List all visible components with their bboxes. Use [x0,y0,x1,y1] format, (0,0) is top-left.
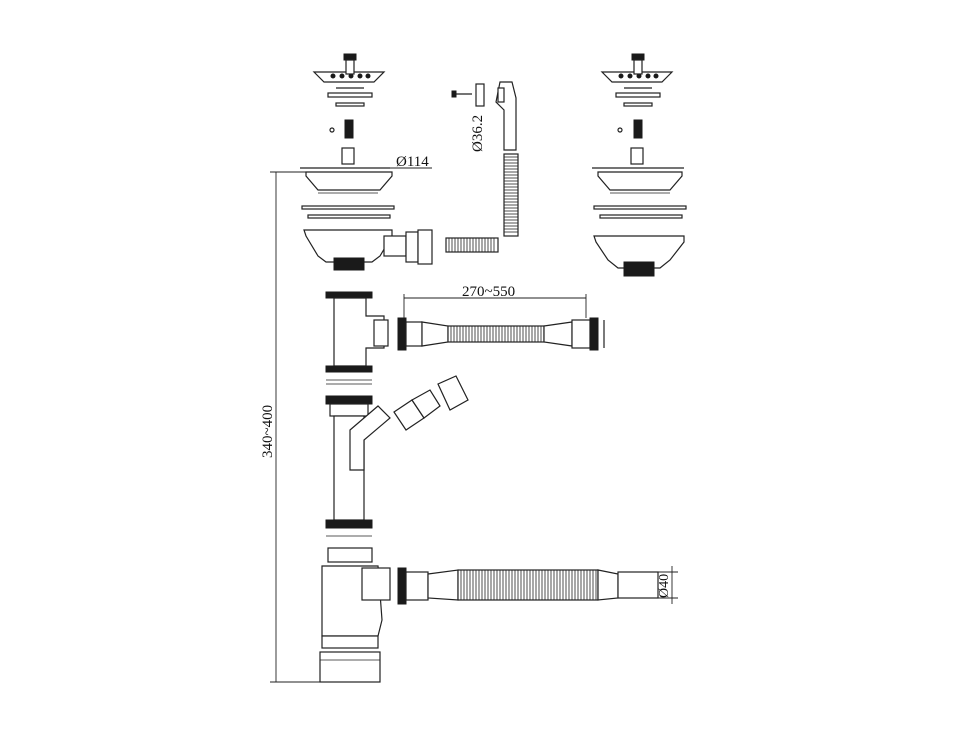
left-overflow-connector [383,235,407,257]
flex-connector-upper [397,317,605,351]
dim-total-height-label: 340~400 [260,405,276,458]
left-screw-ball [329,127,335,133]
standpipe-bottom-nut [325,519,373,529]
dim-connector-length: 270~550 [403,284,587,318]
overflow-hose-horizontal [445,237,499,253]
overflow-assembly: Ø36.2 [445,81,519,253]
upper-right-nut [589,317,599,351]
left-drain-body [303,229,393,263]
standpipe-top-nut [325,395,373,405]
tee-connector [325,291,389,385]
standpipe-branch [349,405,391,471]
right-drain-body [593,235,685,269]
dim-outlet-diameter-label: Ø40 [657,574,672,598]
trap-cleanout-cap [319,651,381,683]
left-screw [344,119,354,139]
left-strainer-stack [300,53,433,271]
overflow-cover [475,83,485,107]
overflow-hose-ribs [504,156,518,233]
outlet-left-nut [397,567,407,605]
left-washer-2 [327,92,373,98]
upper-left-nut [397,317,407,351]
left-sink-bowl [305,171,393,191]
right-basket-holes [618,73,659,79]
left-washer-3 [335,102,365,107]
outlet-spigot [617,571,659,599]
outlet-hose-ribs [460,570,597,600]
left-basket-holes [330,73,371,79]
left-drain-nut [333,257,365,271]
right-drain-nut [623,261,655,277]
left-stopper-stem [345,59,355,75]
left-tailpiece [341,147,355,165]
right-tailpiece [630,147,644,165]
left-overflow-cap [417,229,433,265]
branch-cap [437,375,469,411]
left-gasket-1 [301,205,395,210]
dim-total-height: 340~400 [260,171,320,683]
dim-strainer-diameter: Ø114 [390,154,432,170]
upper-hose-ribs [450,326,542,342]
left-gasket-2 [307,214,391,219]
overflow-hose-vertical [503,153,519,237]
left-stopper-knob [343,53,357,61]
left-overflow-nut [405,231,419,263]
dim-strainer-diameter-label: Ø114 [396,154,429,170]
bottle-trap [319,547,391,683]
right-sink-bowl [597,171,683,191]
right-strainer-stack [592,53,687,277]
dim-overflow-diameter-label: Ø36.2 [470,115,486,152]
tee-top-nut [325,291,373,299]
branch-fittings [393,375,469,431]
overflow-hose-ribs-h [448,238,495,252]
trap-outlet-neck [361,567,391,601]
right-stopper-knob [631,53,645,61]
standpipe [325,395,391,537]
outlet-hose: Ø40 [397,566,678,605]
dim-connector-length-label: 270~550 [462,284,515,300]
tee-bottom-nut [325,365,373,373]
